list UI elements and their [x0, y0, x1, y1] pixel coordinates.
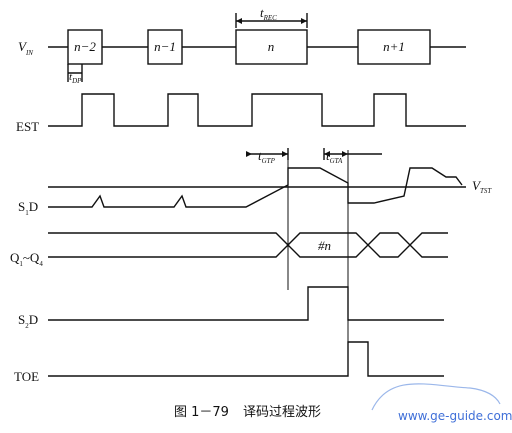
- label-est: EST: [16, 119, 39, 134]
- toe-wave: [48, 341, 444, 377]
- block-label-n+1: n+1: [383, 39, 405, 54]
- tdp-arrow: [67, 64, 83, 82]
- vin-block-n: [235, 29, 308, 65]
- label-toe: TOE: [14, 369, 39, 384]
- label-tgta: tGTA: [326, 148, 343, 165]
- trec-arrow: [235, 13, 308, 28]
- block-label-n-2: n−2: [74, 39, 96, 54]
- vin-block-n-2: [67, 29, 103, 65]
- label-vin: VIN: [18, 39, 33, 57]
- q-bus: [48, 232, 448, 258]
- est-wave: [48, 93, 466, 127]
- label-s1d: S1D: [18, 199, 38, 217]
- s1d-wave: [48, 167, 463, 208]
- watermark-site: www.ge-guide.com: [398, 409, 512, 423]
- label-trec: tREC: [260, 5, 277, 22]
- watermark-swoosh: [371, 383, 501, 411]
- vin-block-n+1: [357, 29, 431, 65]
- block-label-n: n: [268, 39, 275, 54]
- label-tdp: tDP: [69, 71, 82, 85]
- label-vtst: VTST: [472, 178, 492, 195]
- bus-label: #n: [318, 238, 331, 253]
- label-s2d: S2D: [18, 312, 38, 330]
- label-q: Q1~Q4: [10, 250, 43, 268]
- vin-block-n-1: [147, 29, 183, 65]
- label-tgtp: tGTP: [258, 148, 276, 165]
- s2d-wave: [48, 286, 444, 321]
- block-label-n-1: n−1: [154, 39, 176, 54]
